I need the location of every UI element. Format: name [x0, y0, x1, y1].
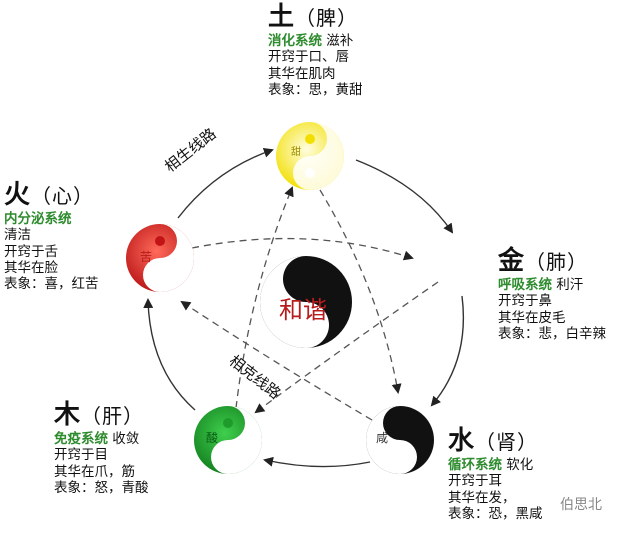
yinyang-wood: [194, 406, 262, 474]
yinyang-center: [260, 256, 352, 348]
earth-manifest: 表象：思，黄甜: [268, 81, 363, 98]
arrow-metal-to-wood: [254, 281, 439, 414]
water-manifest: 表象：恐，黑咸: [448, 505, 543, 522]
wood-opening: 开窍于目: [54, 447, 108, 464]
water-taste-label: 咸: [376, 431, 389, 445]
yinyang-fire: [126, 224, 194, 292]
fire-manifest: 表象：喜，红苦: [4, 275, 99, 292]
earth-title: 土（脾）: [268, 2, 363, 33]
earth-organ: （脾）: [295, 6, 359, 30]
yinyang-water: [366, 406, 434, 474]
arrow-earth-to-metal: [355, 159, 454, 234]
fire-taste-label: 苦: [140, 250, 153, 264]
wood-flourish: 其华在爪，筋: [54, 463, 135, 480]
arrow-water-to-fire: [180, 300, 373, 421]
wood-manifest: 表象：怒，青酸: [54, 479, 149, 496]
earth-element: 土: [268, 2, 296, 32]
water-system-note: 软化: [506, 457, 534, 474]
fire-system-note: 清洁: [4, 227, 31, 244]
earth-info: 土（脾） 消化系统 滋补 开窍于口、唇 其华在肌肉 表象：思，黄甜: [268, 2, 363, 98]
wood-system: 免疫系统: [54, 431, 108, 448]
arrow-metal-to-water: [430, 295, 465, 407]
fire-system: 内分泌系统: [4, 211, 72, 228]
earth-opening: 开窍于口、唇: [268, 49, 349, 66]
fire-title: 火（心）: [4, 180, 99, 211]
earth-taste-label: 甜: [291, 147, 301, 158]
yinyang-earth: [276, 122, 344, 190]
earth-system-note: 滋补: [326, 33, 354, 50]
generating-cycle-arrows: [143, 147, 465, 468]
metal-system-note: 利汗: [556, 277, 584, 294]
fire-organ: （心）: [31, 184, 95, 208]
water-opening: 开窍于耳: [448, 473, 502, 490]
wood-info: 木（肝） 免疫系统 收敛 开窍于目 其华在爪，筋 表象：怒，青酸: [54, 400, 149, 496]
center-label: 和谐: [279, 296, 327, 324]
water-system: 循环系统: [448, 457, 502, 474]
fire-opening: 开窍于舌: [4, 243, 58, 260]
metal-system: 呼吸系统: [498, 277, 552, 294]
wood-element: 木: [54, 400, 82, 430]
metal-organ: （肺）: [525, 250, 589, 274]
arrow-wood-to-fire: [143, 298, 196, 411]
metal-element: 金: [498, 246, 526, 276]
water-flourish: 其华在发，: [448, 489, 516, 506]
arrow-water-to-wood: [263, 456, 371, 468]
fire-flourish: 其华在脸: [4, 259, 58, 276]
metal-flourish: 其华在皮毛: [498, 309, 566, 326]
metal-title: 金（肺）: [498, 246, 606, 277]
arrow-earth-to-water: [319, 189, 402, 394]
fire-element: 火: [4, 180, 32, 210]
arrow-fire-to-metal: [191, 237, 414, 261]
earth-flourish: 其华在肌肉: [268, 65, 336, 82]
metal-info: 金（肺） 呼吸系统 利汗 开窍于鼻 其华在皮毛 表象：悲，白辛辣: [498, 246, 606, 342]
wood-taste-label: 酸: [206, 431, 219, 445]
water-title: 水（肾）: [448, 426, 543, 457]
earth-system: 消化系统: [268, 33, 322, 50]
fire-info: 火（心） 内分泌系统 清洁 开窍于舌 其华在脸 表象：喜，红苦: [4, 180, 99, 292]
watermark: 伯思北: [560, 497, 602, 513]
wood-organ: （肝）: [81, 404, 145, 428]
arrow-fire-to-earth: [177, 147, 274, 219]
water-info: 水（肾） 循环系统 软化 开窍于耳 其华在发， 表象：恐，黑咸: [448, 426, 543, 522]
restraining-cycle-arrows: [180, 186, 439, 421]
wood-system-note: 收敛: [112, 431, 140, 448]
water-element: 水: [448, 426, 476, 456]
arrow-wood-to-earth: [235, 186, 294, 409]
water-organ: （肾）: [475, 430, 539, 454]
metal-opening: 开窍于鼻: [498, 293, 552, 310]
wood-title: 木（肝）: [54, 400, 149, 431]
metal-manifest: 表象：悲，白辛辣: [498, 325, 606, 342]
